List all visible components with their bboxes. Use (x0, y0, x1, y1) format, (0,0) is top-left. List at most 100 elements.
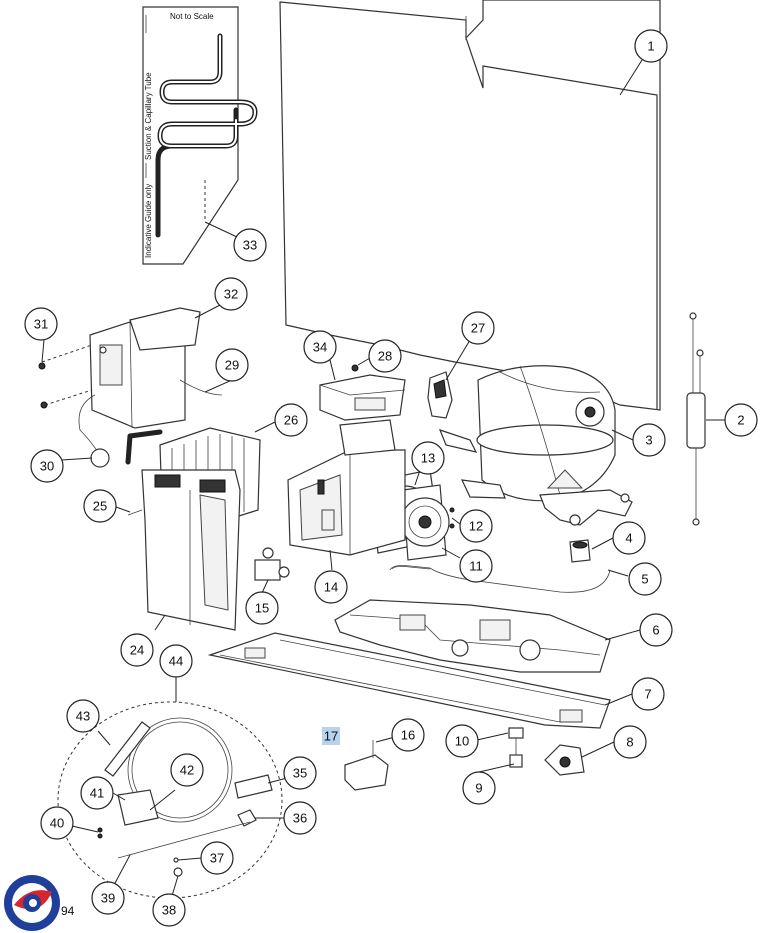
svg-text:26: 26 (284, 413, 298, 428)
svg-text:41: 41 (90, 786, 104, 801)
svg-text:9: 9 (475, 781, 482, 796)
svg-text:6: 6 (652, 623, 659, 638)
svg-text:40: 40 (50, 816, 64, 831)
callout-39: 39 (91, 881, 125, 915)
svg-text:11: 11 (469, 559, 483, 574)
svg-text:39: 39 (101, 891, 115, 906)
svg-text:44: 44 (169, 654, 183, 669)
callout-16: 16 (391, 718, 425, 752)
svg-text:36: 36 (293, 811, 307, 826)
svg-text:4: 4 (625, 531, 632, 546)
callout-10: 10 (445, 724, 479, 758)
svg-text:7: 7 (644, 687, 651, 702)
callout-12: 12 (459, 509, 493, 543)
svg-text:32: 32 (224, 287, 238, 302)
svg-text:34: 34 (313, 340, 327, 355)
svg-text:15: 15 (255, 601, 269, 616)
callout-44: 44 (159, 644, 193, 678)
svg-text:17: 17 (324, 729, 338, 744)
levelling-foot (508, 727, 524, 768)
svg-text:12: 12 (469, 519, 483, 534)
base-tray (334, 599, 611, 673)
thermostat-probe (686, 312, 706, 526)
svg-text:5: 5 (641, 572, 648, 587)
fan-housing (287, 419, 406, 556)
not-to-scale-label: Not to Scale (170, 12, 214, 21)
callout-38: 38 (152, 893, 186, 927)
page-number: 94 (61, 904, 75, 918)
callout-9: 9 (462, 771, 496, 805)
callout-25: 25 (83, 489, 117, 523)
svg-text:35: 35 (293, 766, 307, 781)
cabinet-back-panel (279, 0, 661, 411)
callouts: 1 2 3 4 5 6 7 8 9 10 11 12 13 14 15 16 1… (24, 29, 758, 927)
suction-capillary-tube-card: Not to Scale Suction & Capillary Tube In… (142, 6, 258, 265)
relay-start-device (427, 371, 453, 419)
svg-text:24: 24 (130, 643, 144, 658)
housing-cover (141, 469, 241, 631)
callout-40: 40 (40, 806, 74, 840)
callout-8: 8 (613, 725, 647, 759)
callout-36: 36 (283, 801, 317, 835)
callout-28: 28 (368, 339, 402, 373)
callout-33: 33 (233, 228, 267, 262)
svg-text:14: 14 (324, 580, 338, 595)
callout-5: 5 (628, 562, 662, 596)
foot-bracket (544, 744, 585, 776)
callout-17: 17 (322, 727, 340, 745)
callout-13: 13 (411, 441, 445, 475)
svg-text:31: 31 (34, 317, 48, 332)
callout-41: 41 (80, 776, 114, 810)
brand-logo (4, 875, 60, 931)
callout-27: 27 (461, 311, 495, 345)
svg-text:2: 2 (737, 413, 744, 428)
svg-text:37: 37 (210, 851, 224, 866)
svg-text:10: 10 (455, 734, 469, 749)
control-housing (319, 364, 406, 421)
control-unit (38, 307, 223, 468)
svg-text:13: 13 (421, 451, 435, 466)
callout-11: 11 (459, 549, 493, 583)
callout-1: 1 (634, 29, 668, 63)
callout-35: 35 (283, 756, 317, 790)
callout-4: 4 (612, 521, 646, 555)
callout-26: 26 (274, 403, 308, 437)
callout-43: 43 (66, 699, 100, 733)
drain-tube (389, 565, 611, 593)
callout-24: 24 (120, 633, 154, 667)
svg-text:30: 30 (40, 459, 54, 474)
callout-6: 6 (639, 613, 673, 647)
callout-34: 34 (303, 330, 337, 364)
callout-32: 32 (214, 277, 248, 311)
callout-29: 29 (215, 348, 249, 382)
suction-tube-label: Suction & Capillary Tube (144, 72, 153, 160)
svg-text:27: 27 (471, 321, 485, 336)
base-rail (207, 632, 611, 729)
svg-text:25: 25 (93, 499, 107, 514)
svg-text:8: 8 (626, 735, 633, 750)
svg-text:33: 33 (243, 238, 257, 253)
compressor (438, 365, 633, 526)
callout-37: 37 (200, 841, 234, 875)
screw-25 (127, 509, 143, 516)
callout-31: 31 (24, 307, 58, 341)
svg-text:38: 38 (162, 903, 176, 918)
svg-text:3: 3 (645, 433, 652, 448)
callout-42: 42 (170, 753, 204, 787)
callout-7: 7 (631, 677, 665, 711)
callout-30: 30 (30, 449, 64, 483)
svg-text:16: 16 (401, 728, 415, 743)
solenoid-valve (254, 547, 290, 581)
door-stop-bracket (344, 740, 389, 791)
svg-text:28: 28 (378, 349, 392, 364)
callout-3: 3 (632, 423, 666, 457)
grommet (569, 539, 591, 563)
svg-text:42: 42 (180, 763, 194, 778)
callout-15: 15 (245, 591, 279, 625)
callout-14: 14 (314, 570, 348, 604)
svg-text:29: 29 (225, 358, 239, 373)
indicative-guide-label: Indicative Guide only (144, 184, 153, 258)
svg-text:1: 1 (647, 39, 654, 54)
callout-2: 2 (724, 403, 758, 437)
